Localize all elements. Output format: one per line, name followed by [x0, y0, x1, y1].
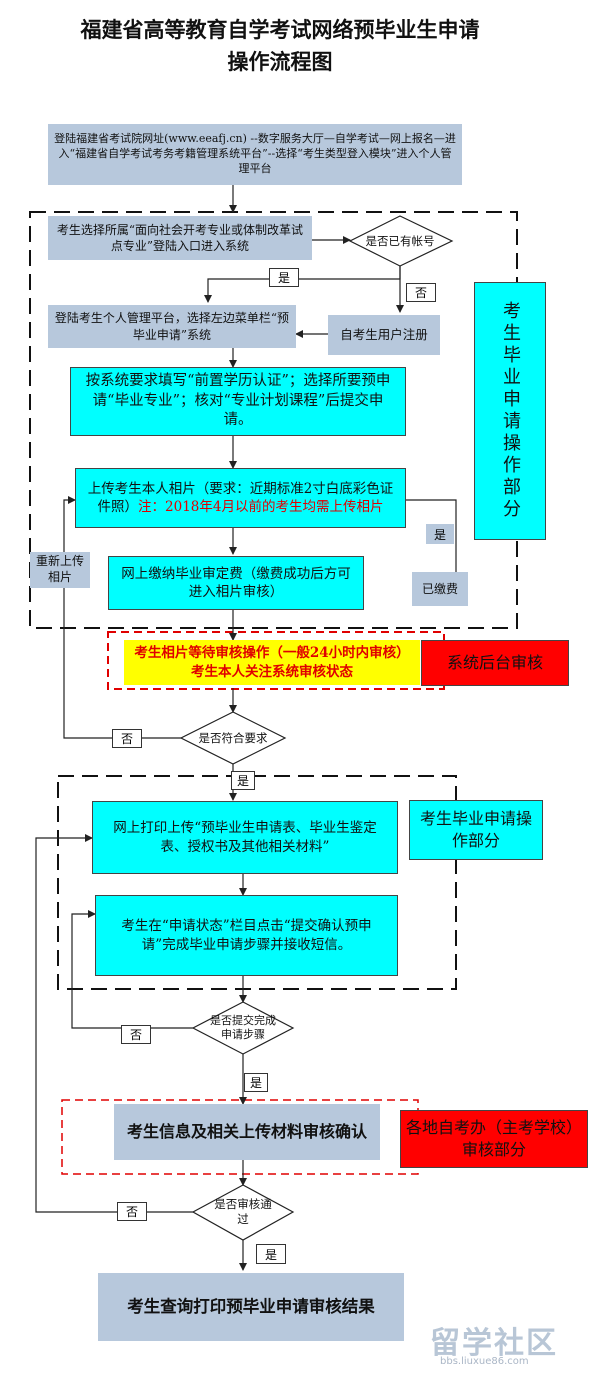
login-site-box: 登陆福建省考试院网址(www.eeafj.cn) --数字服务大厅—自学考试—网… — [48, 124, 462, 185]
confirm-box: 考生在“申请状态”栏目点击“提交确认预申请”完成毕业申请步骤并接收短信。 — [95, 895, 398, 976]
material-review-box: 考生信息及相关上传材料审核确认 — [114, 1104, 380, 1160]
yes-label-meets: 是 — [231, 771, 255, 790]
grad-apply-section-vertical-text: 考生毕业申请操作部分 — [500, 301, 522, 521]
grad-apply-section-box: 考生毕业申请操作部分 — [409, 800, 543, 860]
no-label-passed: 否 — [117, 1202, 147, 1221]
yes-label-passed: 是 — [256, 1244, 286, 1264]
paid-text: 已缴费 — [421, 581, 458, 596]
upload-photo-box: 上传考生本人相片（要求：近期标准2寸白底彩色证件照）注：2018年4月以前的考生… — [75, 468, 406, 528]
no-label-account: 否 — [406, 283, 436, 302]
passed-decision: 是否审核通过 — [210, 1196, 276, 1228]
reupload-text: 重新上传相片 — [35, 554, 84, 584]
backend-review-text: 系统后台审核 — [446, 653, 543, 673]
no-label-meets: 否 — [112, 729, 142, 748]
login-personal-text: 登陆考生个人管理平台，选择左边菜单栏“预毕业申请”系统 — [54, 311, 290, 342]
print-upload-text: 网上打印上传“预毕业生申请表、毕业生鉴定表、授权书及其他相关材料” — [113, 820, 377, 855]
watermark-url: bbs.liuxue86.com — [440, 1356, 529, 1367]
submitted-text: 是否提交完成申请步骤 — [210, 1013, 276, 1041]
local-office-box: 各地自考办（主考学校）审核部分 — [400, 1110, 588, 1168]
fill-form-text: 按系统要求填写“前置学历认证”；选择所要预申请“毕业专业”；核对“专业计划课程”… — [85, 373, 391, 429]
confirm-text: 考生在“申请状态”栏目点击“提交确认预申请”完成毕业申请步骤并接收短信。 — [121, 918, 372, 953]
print-upload-box: 网上打印上传“预毕业生申请表、毕业生鉴定表、授权书及其他相关材料” — [92, 801, 398, 874]
reupload-box: 重新上传相片 — [30, 552, 90, 588]
yes-label-account: 是 — [269, 268, 299, 287]
local-office-text: 各地自考办（主考学校）审核部分 — [405, 1118, 582, 1159]
backend-review-box: 系统后台审核 — [421, 640, 569, 686]
query-result-text: 考生查询打印预毕业申请审核结果 — [127, 1296, 375, 1316]
yes-label-submitted: 是 — [244, 1073, 268, 1092]
no-label-submitted: 否 — [121, 1025, 151, 1044]
title-line-1: 福建省高等教育自学考试网络预毕业生申请 — [80, 18, 480, 42]
pay-fee-text: 网上缴纳毕业审定费（缴费成功后方可进入相片审核） — [121, 565, 351, 600]
meets-req-decision: 是否符合要求 — [198, 722, 268, 754]
material-review-text: 考生信息及相关上传材料审核确认 — [126, 1122, 367, 1142]
watermark-logo: 留学社区 — [430, 1326, 558, 1361]
paid-box: 已缴费 — [412, 572, 468, 606]
meets-req-text: 是否符合要求 — [198, 730, 268, 745]
upload-photo-text: 上传考生本人相片（要求：近期标准2寸白底彩色证件照） — [87, 480, 394, 515]
grad-apply-section-vertical: 考生毕业申请操作部分 — [474, 282, 546, 540]
register-text: 自考生用户注册 — [340, 326, 428, 342]
select-entry-text: 考生选择所属“面向社会开考专业或体制改革试点专业”登陆入口进入系统 — [56, 222, 304, 253]
submitted-decision: 是否提交完成申请步骤 — [206, 1012, 280, 1044]
wait-review-text: 考生相片等待审核操作（一般24小时内审核）考生本人关注系统审核状态 — [134, 645, 410, 680]
query-result-box: 考生查询打印预毕业申请审核结果 — [98, 1273, 404, 1341]
has-account-decision: 是否已有帐号 — [364, 226, 436, 256]
title-line-2: 操作流程图 — [227, 50, 333, 74]
register-box: 自考生用户注册 — [328, 315, 440, 355]
login-personal-box: 登陆考生个人管理平台，选择左边菜单栏“预毕业申请”系统 — [48, 305, 296, 348]
select-entry-box: 考生选择所属“面向社会开考专业或体制改革试点专业”登陆入口进入系统 — [48, 216, 312, 260]
fill-form-box: 按系统要求填写“前置学历认证”；选择所要预申请“毕业专业”；核对“专业计划课程”… — [70, 367, 406, 436]
wait-review-box: 考生相片等待审核操作（一般24小时内审核）考生本人关注系统审核状态 — [124, 640, 420, 685]
page-title: 福建省高等教育自学考试网络预毕业生申请 操作流程图 — [0, 14, 560, 76]
has-account-text: 是否已有帐号 — [365, 233, 435, 248]
grad-apply-section-text: 考生毕业申请操作部分 — [419, 809, 532, 850]
passed-text: 是否审核通过 — [214, 1197, 272, 1226]
login-site-text: 登陆福建省考试院网址(www.eeafj.cn) --数字服务大厅—自学考试—网… — [54, 132, 456, 175]
upload-photo-note: 注：2018年4月以前的考生均需上传相片 — [138, 499, 384, 515]
pay-fee-box: 网上缴纳毕业审定费（缴费成功后方可进入相片审核） — [108, 556, 364, 610]
yes-label-upload: 是 — [426, 524, 454, 544]
